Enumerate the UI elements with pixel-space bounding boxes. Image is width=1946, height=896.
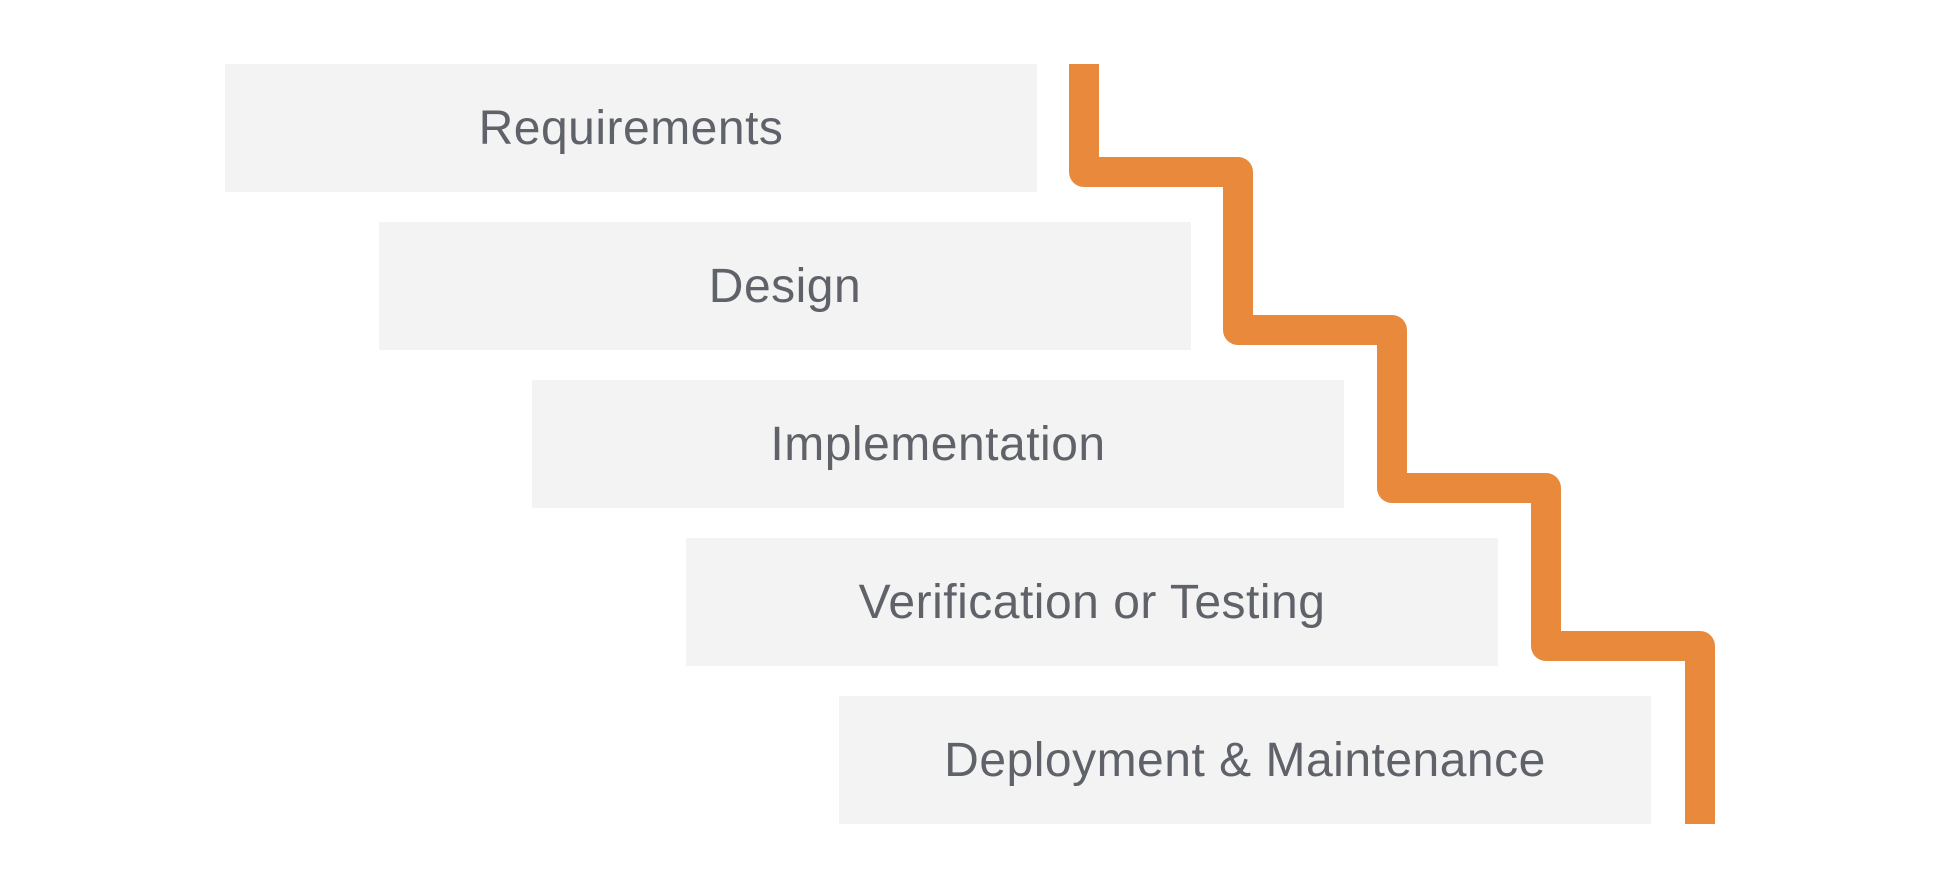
step-requirements: Requirements [225, 64, 1037, 192]
step-label-verification-or-testing: Verification or Testing [858, 575, 1326, 629]
step-label-implementation: Implementation [770, 417, 1106, 471]
step-label-design: Design [708, 259, 862, 313]
step-label-requirements: Requirements [478, 101, 784, 155]
step-implementation: Implementation [532, 380, 1344, 508]
step-label-deployment-and-maintenance: Deployment & Maintenance [944, 733, 1546, 787]
step-design: Design [379, 222, 1191, 350]
step-verification-or-testing: Verification or Testing [686, 538, 1498, 666]
step-deployment-and-maintenance: Deployment & Maintenance [839, 696, 1651, 824]
